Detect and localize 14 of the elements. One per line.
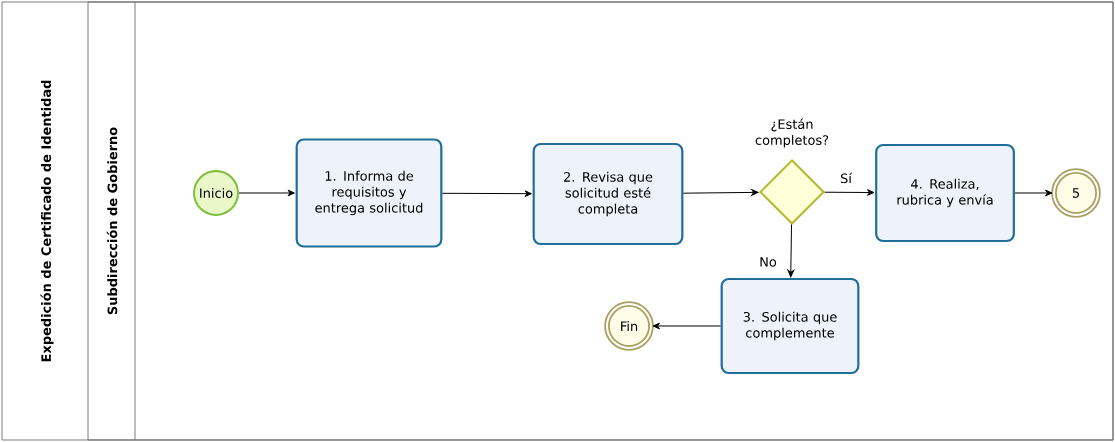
task-box: 2. Revisa que solicitud esté completa [532,142,684,246]
arrow [824,189,875,196]
arrow [787,224,795,278]
arrow [682,189,759,196]
node-label: ¿Están completos? [755,118,829,148]
edge-label: No [758,256,778,268]
arrow [238,189,295,197]
task-box: 4. Realiza, rubrica y envía [875,143,1015,243]
edge-label: Sí [839,171,853,185]
task-box: 1. Informa de requisitos y entrega solicitud [295,138,443,248]
arrow [1014,189,1053,197]
arrow [441,190,532,197]
arrow [652,322,722,330]
task-box: 3. Solicita que complemente [720,277,860,375]
